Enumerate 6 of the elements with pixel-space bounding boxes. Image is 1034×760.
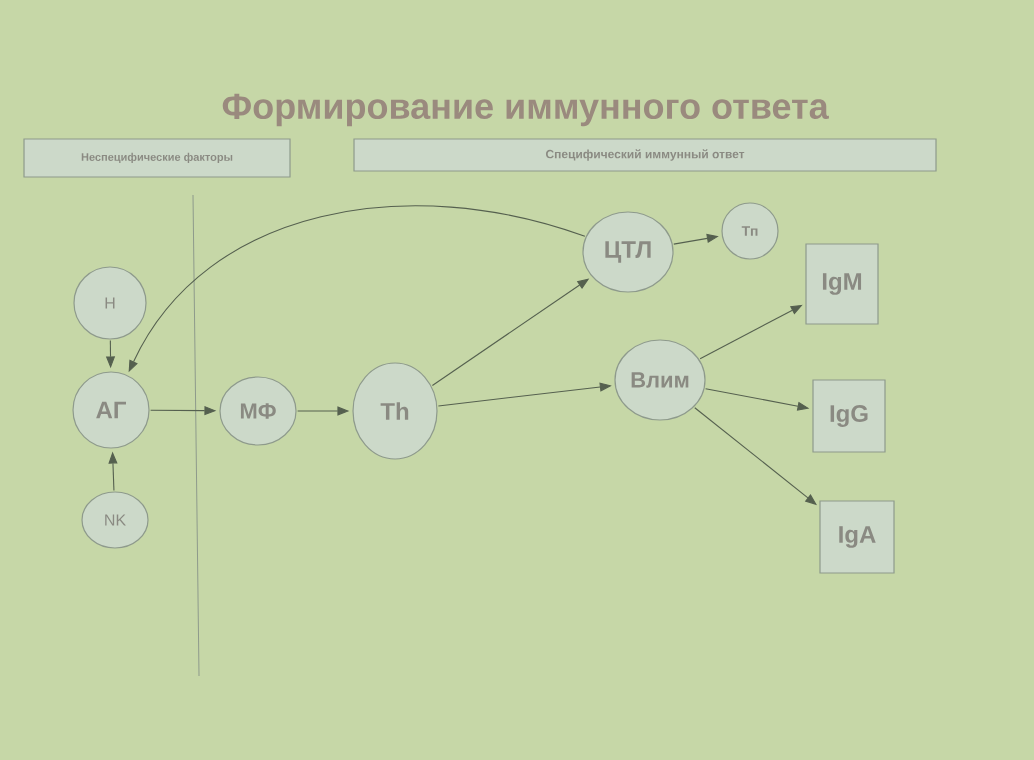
title: Формирование иммунного ответа [222, 93, 829, 127]
header-box: Специфический иммунный ответ [353, 138, 937, 172]
antibody-box: IgM [805, 243, 879, 325]
header-box: Неспецифические факторы [23, 138, 291, 178]
antibody-box: IgA [819, 500, 895, 574]
antibody-box: IgG [812, 379, 886, 453]
